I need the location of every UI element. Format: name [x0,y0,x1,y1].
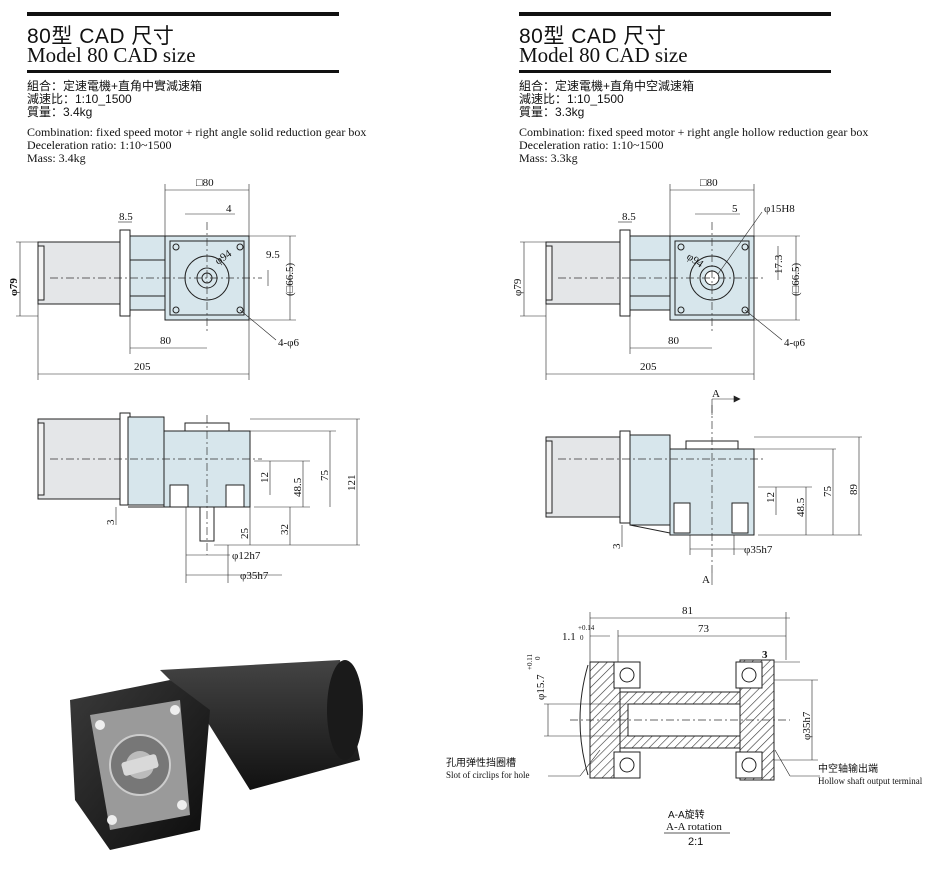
spec-mass-cn: 質量：3.3kg [519,105,585,119]
spec-mass-en: Mass: 3.3kg [519,151,578,165]
label-slot-cn: 孔用弹性挡圈槽 [446,756,516,769]
dim-square-80: □80 [196,177,214,189]
dim-holes-4-phi6: 4-φ6 [278,337,300,349]
dim-205: 205 [134,361,151,373]
dim-32: 32 [279,524,291,535]
caption-scale: 2:1 [688,836,703,848]
dim-phi15-7: φ15.7 [535,674,547,700]
spec-combination-en: Combination: fixed speed motor + right a… [27,125,367,139]
dim-phi35h7: φ35h7 [744,544,773,556]
tol-1-1-lower: 0 [580,634,584,642]
dim-phi35h7: φ35h7 [801,711,813,740]
dim-73: 73 [698,623,710,635]
right-top-view-drawing: □80 5 φ15H8 8.5 φ94 17.3 (□66.5) φ79 4-φ… [500,170,940,385]
dim-phi12h7: φ12h7 [232,550,261,562]
title-cn: 80型 CAD 尺寸 [27,25,175,48]
spec-ratio-cn: 減速比：1:10_1500 [519,92,624,106]
dim-3: 3 [762,649,768,661]
dim-48-5: 48.5 [292,477,304,497]
gearmotor-photo [50,650,380,855]
dim-holes-4-phi6: 4-φ6 [784,337,806,349]
title-en: Model 80 CAD size [27,43,196,67]
dim-3: 3 [611,543,623,549]
right-side-view-drawing: A A 12 48.5 75 89 3 φ35h7 [500,385,940,586]
label-output-cn: 中空轴输出端 [818,762,878,775]
tol-1-1-upper: +0.14 [578,624,595,632]
dim-12: 12 [259,472,271,483]
dim-8-5: 8.5 [622,211,636,223]
caption-aa-cn: A-A旋转 [668,808,705,821]
dim-25: 25 [239,528,251,540]
spec-combination-cn: 組合：定速電機+直角中空減速箱 [519,79,695,93]
dim-9-5: 9.5 [266,249,280,261]
label-output-en: Hollow shaft output terminal [818,776,923,786]
dim-89: 89 [848,484,860,496]
left-top-view-drawing: □80 4 8.5 φ94 9.5 (□66.5) φ79 4-φ6 80 20… [0,170,470,385]
spec-combination-cn: 組合：定速電機+直角中實減速箱 [27,79,203,93]
dim-8-5: 8.5 [119,211,133,223]
dim-square-66-5: (□66.5) [790,262,802,296]
dim-17-3: 17.3 [773,254,785,274]
dim-4: 4 [226,203,232,215]
dim-80: 80 [668,335,680,347]
spec-ratio-en: Deceleration ratio: 1:10~1500 [519,138,664,152]
dim-81: 81 [682,605,693,617]
dim-75: 75 [822,486,834,498]
spec-mass-cn: 質量：3.4kg [27,105,93,119]
dim-square-66-5: (□66.5) [284,262,296,296]
dim-12: 12 [765,492,777,503]
title-cn: 80型 CAD 尺寸 [519,25,667,48]
dim-121: 121 [346,475,358,492]
dim-48-5: 48.5 [795,497,807,517]
tol-15-7-lower: 0 [534,656,542,660]
dim-80: 80 [160,335,172,347]
dim-75: 75 [319,470,331,482]
dim-phi79: φ79 [8,278,20,296]
title-rule [27,70,339,73]
section-mark-a-bottom: A [702,574,710,585]
label-slot-en: Slot of circlips for hole [446,770,529,780]
dim-5: 5 [732,203,738,215]
dim-phi79: φ79 [512,278,524,296]
top-rule [519,12,831,16]
dim-3: 3 [105,519,117,525]
dim-1-1: 1.1 [562,631,576,643]
spec-mass-en: Mass: 3.4kg [27,151,86,165]
dim-205: 205 [640,361,657,373]
title-en: Model 80 CAD size [519,43,688,67]
spec-combination-en: Combination: fixed speed motor + right a… [519,125,869,139]
spec-ratio-cn: 減速比：1:10_1500 [27,92,132,106]
tol-15-7-upper: +0.11 [526,654,534,670]
dim-phi15h8: φ15H8 [764,203,795,215]
section-a-a-drawing: 81 1.1 +0.14 0 73 3 φ15.7 +0.11 0 φ35h7 … [440,600,945,850]
section-mark-a-top: A [712,388,720,400]
dim-phi35h7: φ35h7 [240,570,269,582]
spec-ratio-en: Deceleration ratio: 1:10~1500 [27,138,172,152]
top-rule [27,12,339,16]
dim-square-80: □80 [700,177,718,189]
left-side-view-drawing: 12 48.5 75 121 3 25 32 φ12h7 φ35h7 [0,395,470,595]
title-rule [519,70,831,73]
caption-aa-en: A-A rotation [666,821,722,833]
